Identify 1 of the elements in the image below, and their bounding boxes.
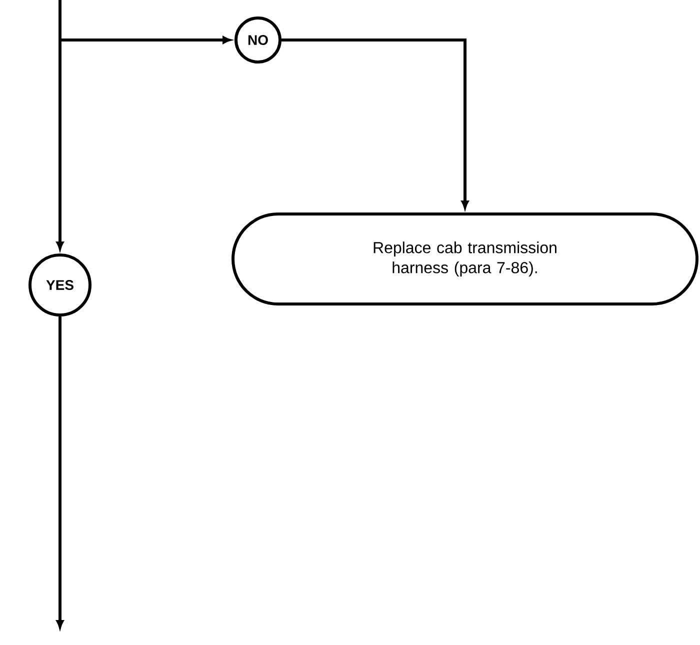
action-box: Replace cab transmission harness (para 7-86).: [232, 212, 699, 306]
